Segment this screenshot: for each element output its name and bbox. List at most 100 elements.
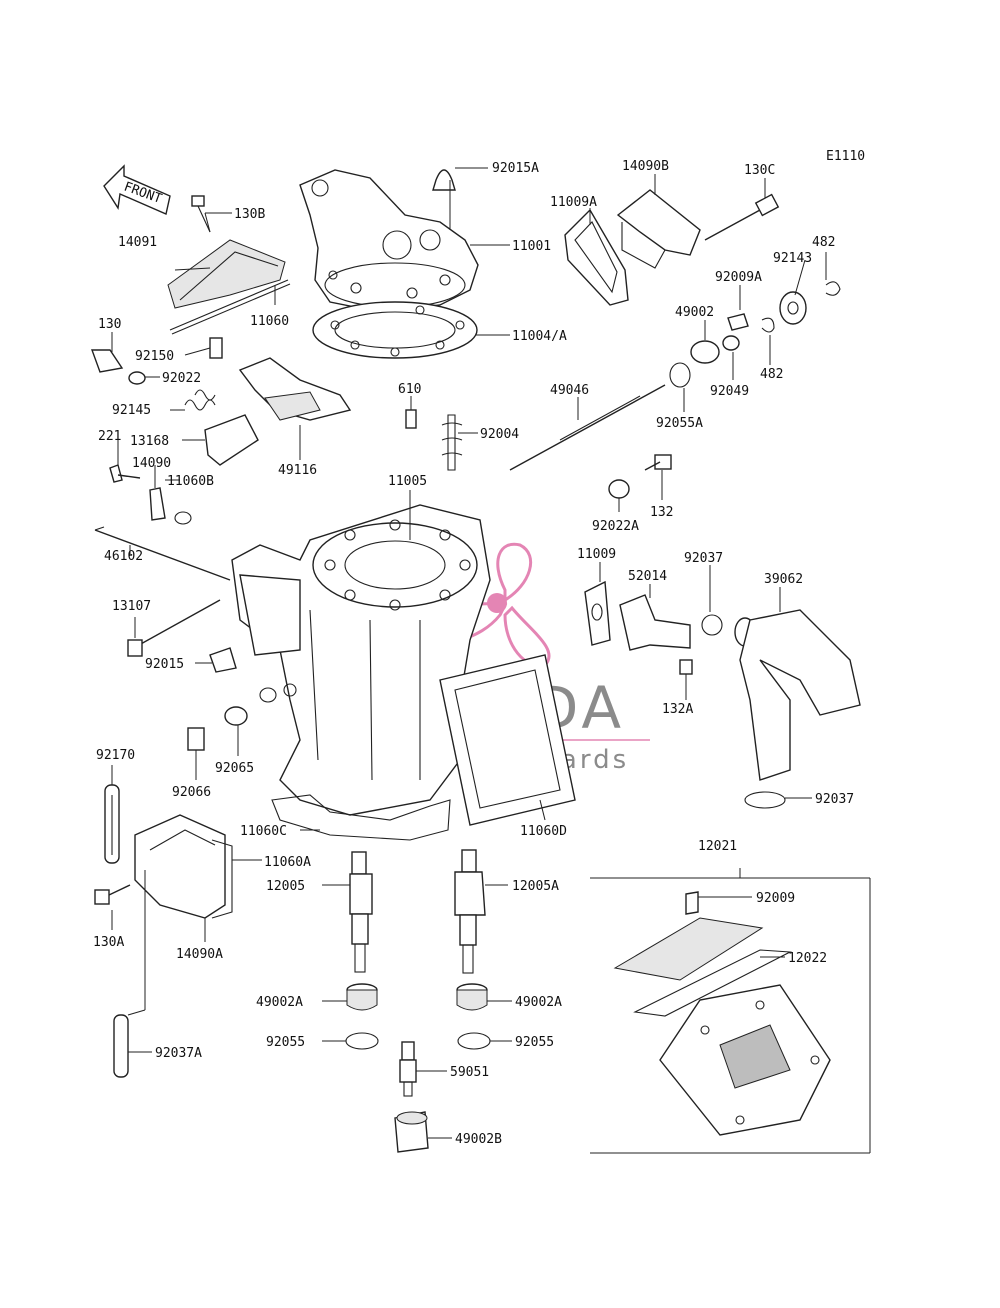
label-12021: 12021 <box>698 839 737 854</box>
grommet-92143 <box>779 291 807 325</box>
label-92055-right: 92055 <box>515 1035 554 1050</box>
gear-59051 <box>399 1041 417 1097</box>
plug-92066 <box>187 727 205 751</box>
label-92004: 92004 <box>480 427 519 442</box>
label-46102: 46102 <box>104 549 143 564</box>
bolt-130b <box>191 195 211 233</box>
bolt-221 <box>109 464 141 483</box>
label-11009: 11009 <box>577 547 616 562</box>
diagram-code: E1110 <box>826 149 865 164</box>
label-11060c: 11060C <box>240 824 287 839</box>
stud-92004 <box>441 414 463 471</box>
label-92022a: 92022A <box>592 519 639 534</box>
bracket-92170 <box>104 784 120 864</box>
hose-39062 <box>734 609 861 781</box>
label-12005: 12005 <box>266 879 305 894</box>
seal-92049 <box>722 335 740 351</box>
label-92170: 92170 <box>96 748 135 763</box>
cylinder-block <box>231 504 491 816</box>
bush-49002 <box>690 340 720 364</box>
oring-92055a <box>669 362 691 388</box>
label-92145: 92145 <box>112 403 151 418</box>
pin-610 <box>405 409 417 429</box>
elbow-52014 <box>619 594 691 651</box>
label-12022: 12022 <box>788 951 827 966</box>
label-14090: 14090 <box>132 456 171 471</box>
bolt-130 <box>91 349 146 385</box>
label-11060a: 11060A <box>264 855 311 870</box>
reed-valve-assembly <box>613 917 831 1136</box>
label-610: 610 <box>398 382 421 397</box>
label-49002b: 49002B <box>455 1132 502 1147</box>
label-12005a: 12005A <box>512 879 559 894</box>
bolt-132 <box>644 454 672 471</box>
label-92143: 92143 <box>773 251 812 266</box>
bush-49002a-left <box>346 983 378 1011</box>
bush-49002b <box>394 1111 429 1153</box>
washer-92065 <box>224 706 248 726</box>
label-49002a-left: 49002A <box>256 995 303 1010</box>
label-11009a: 11009A <box>550 195 597 210</box>
label-221: 221 <box>98 429 121 444</box>
part-labels: E1110 92015A 14090B 130C 130B 11009A 482… <box>93 149 865 1147</box>
label-92037-top: 92037 <box>684 551 723 566</box>
reed-valve-frame <box>590 868 871 1154</box>
label-59051: 59051 <box>450 1065 489 1080</box>
label-13107: 13107 <box>112 599 151 614</box>
bolt-130a <box>94 884 131 905</box>
valve-cover <box>167 239 291 335</box>
label-92037-bottom: 92037 <box>815 792 854 807</box>
front-arrow: FRONT <box>103 164 171 215</box>
bolt-130c <box>704 193 780 241</box>
cover-14090a <box>134 814 233 919</box>
shaft-46102 <box>94 526 231 581</box>
cover-14090b <box>616 189 701 269</box>
clip-482-top <box>825 281 841 296</box>
clamp-92037-bottom <box>744 791 786 809</box>
label-130c: 130C <box>744 163 775 178</box>
shaft-49046 <box>509 384 666 471</box>
head-gasket <box>312 301 478 359</box>
label-130: 130 <box>98 317 121 332</box>
washer-92022a <box>608 479 630 499</box>
label-39062: 39062 <box>764 572 803 587</box>
label-52014: 52014 <box>628 569 667 584</box>
label-49046: 49046 <box>550 383 589 398</box>
gear-shaft-13107 <box>127 599 221 657</box>
label-130a: 130A <box>93 935 124 950</box>
bush-49002a-right <box>456 983 488 1011</box>
label-14090b: 14090B <box>622 159 669 174</box>
label-49002: 49002 <box>675 305 714 320</box>
pin-92037a <box>113 1014 129 1078</box>
leader-lines <box>111 167 827 1139</box>
oring-92055-right <box>457 1032 491 1050</box>
label-132a: 132A <box>662 702 693 717</box>
shaft-12005a <box>454 849 486 974</box>
label-92037a: 92037A <box>155 1046 202 1061</box>
label-92022: 92022 <box>162 371 201 386</box>
label-11060: 11060 <box>250 314 289 329</box>
label-14090a: 14090A <box>176 947 223 962</box>
label-132: 132 <box>650 505 673 520</box>
label-11001: 11001 <box>512 239 551 254</box>
cylinder-head <box>299 169 479 313</box>
label-49116: 49116 <box>278 463 317 478</box>
exhaust-valve-assembly <box>204 337 352 466</box>
plate-14090 <box>149 487 166 521</box>
label-92055a: 92055A <box>656 416 703 431</box>
label-11005: 11005 <box>388 474 427 489</box>
label-13168: 13168 <box>130 434 169 449</box>
label-92015a: 92015A <box>492 161 539 176</box>
label-92055-left: 92055 <box>266 1035 305 1050</box>
nut-92015 <box>209 647 237 673</box>
label-49002a-right: 49002A <box>515 995 562 1010</box>
propeller-hub <box>487 593 507 613</box>
label-482-top: 482 <box>812 235 835 250</box>
clamp-92037-top <box>701 614 723 636</box>
label-92049: 92049 <box>710 384 749 399</box>
cap-nut <box>432 169 456 191</box>
label-92150: 92150 <box>135 349 174 364</box>
gasket-11009a <box>564 208 629 306</box>
label-92009: 92009 <box>756 891 795 906</box>
